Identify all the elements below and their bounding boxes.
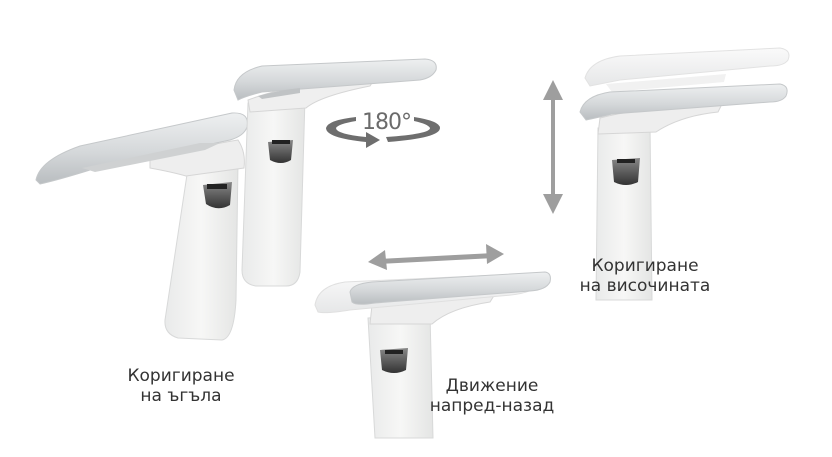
horizontal-double-arrow-icon xyxy=(368,244,504,270)
vertical-double-arrow-icon xyxy=(543,80,563,214)
caption-angle-line2: на ъгъла xyxy=(140,386,222,406)
caption-forward-back-line1: Движение xyxy=(445,376,539,396)
armrest-forward-back xyxy=(314,271,551,439)
caption-height-line1: Коригиране xyxy=(591,256,699,276)
caption-height-line2: на височината xyxy=(579,276,711,296)
rotation-degree-label: 180° xyxy=(362,110,411,135)
armrest-angled-left xyxy=(35,112,248,341)
caption-angle-line1: Коригиране xyxy=(127,366,235,386)
armrest-rotated xyxy=(233,58,437,287)
rotation-arrow-icon xyxy=(326,117,440,148)
caption-height-adjustment: Коригиране на височината xyxy=(572,256,718,296)
caption-forward-back: Движение напред-назад xyxy=(422,376,562,416)
armrest-height xyxy=(579,47,790,301)
caption-angle-adjustment: Коригиране на ъгъла xyxy=(118,366,244,406)
caption-forward-back-line2: напред-назад xyxy=(429,396,555,416)
